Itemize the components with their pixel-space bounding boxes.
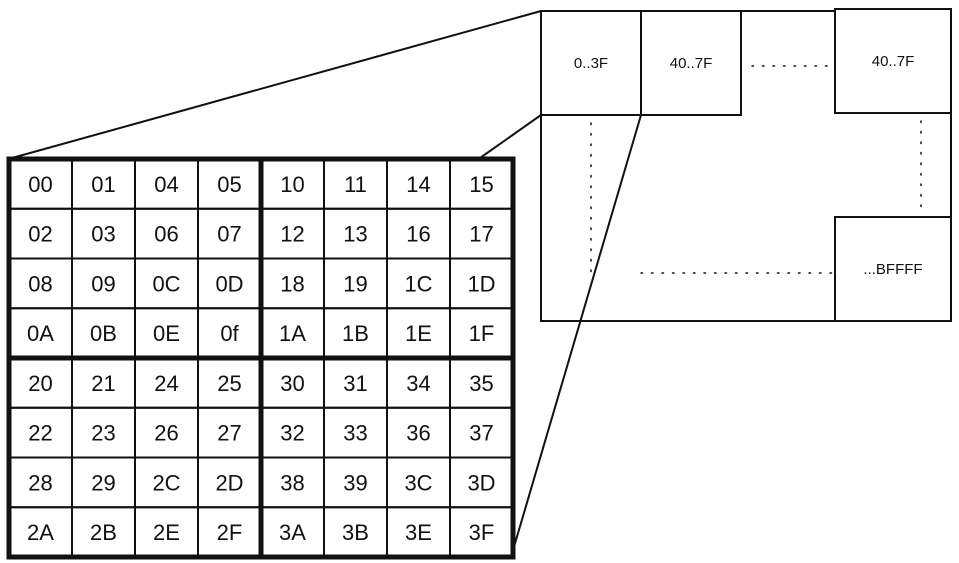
grid-cell-label: 1A (279, 321, 306, 346)
memory-block-label: 0..3F (574, 55, 608, 72)
zoom-line-bottom (510, 114, 642, 558)
grid-cell-label: 12 (280, 222, 304, 247)
grid-cell-label: 16 (406, 222, 430, 247)
grid-cell-label: 36 (406, 421, 430, 446)
grid-cell-label: 28 (28, 470, 52, 495)
grid-cell-label: 3D (467, 470, 495, 495)
grid-cell-label: 0A (27, 321, 54, 346)
grid-cell-label: 1C (404, 271, 432, 296)
grid-cell-label: 07 (217, 222, 241, 247)
grid-cell-label: 15 (469, 172, 493, 197)
grid-cell-label: 2F (217, 520, 243, 545)
grid-cell-label: 18 (280, 271, 304, 296)
grid-cell-label: 25 (217, 371, 241, 396)
grid-cell-label: 21 (91, 371, 115, 396)
grid-cell-label: 17 (469, 222, 493, 247)
memory-block: ...BFFFF (834, 216, 952, 322)
grid-cell-label: 0f (220, 321, 239, 346)
memory-block: 40..7F (640, 10, 742, 116)
grid-cell-label: 02 (28, 222, 52, 247)
grid-cell-label: 24 (154, 371, 178, 396)
zoom-line-mid (479, 114, 542, 159)
grid-cell-label: 27 (217, 421, 241, 446)
grid-cell-label: 13 (343, 222, 367, 247)
grid-cell-label: 31 (343, 371, 367, 396)
grid-cell-label: 04 (154, 172, 178, 197)
memory-block-label: 40..7F (872, 53, 915, 70)
grid-cell-label: 1E (405, 321, 432, 346)
grid-cell-label: 1F (469, 321, 495, 346)
grid-cell-label: 39 (343, 470, 367, 495)
memory-block-label: ...BFFFF (863, 261, 922, 278)
grid-cell-label: 00 (28, 172, 52, 197)
grid-cell-label: 33 (343, 421, 367, 446)
grid-cell-label: 23 (91, 421, 115, 446)
grid-cell-label: 29 (91, 470, 115, 495)
grid-cell-label: 03 (91, 222, 115, 247)
zoom-line-top (11, 10, 542, 159)
grid-cell-label: 09 (91, 271, 115, 296)
grid-cell-label: 3A (279, 520, 306, 545)
grid-cell-label: 26 (154, 421, 178, 446)
grid-cell-label: 0C (152, 271, 180, 296)
grid-cell-label: 3E (405, 520, 432, 545)
grid-cell-label: 3F (469, 520, 495, 545)
grid-cell-label: 37 (469, 421, 493, 446)
grid-cell-label: 10 (280, 172, 304, 197)
grid-cell-label: 1D (467, 271, 495, 296)
memory-map-region (540, 10, 952, 322)
grid-cell-label: 20 (28, 371, 52, 396)
grid-cell-label: 1B (342, 321, 369, 346)
memory-block: 0..3F (540, 10, 642, 116)
grid-cell-label: 35 (469, 371, 493, 396)
grid-cell-label: 08 (28, 271, 52, 296)
grid-cell-label: 22 (28, 421, 52, 446)
grid-cell-label: 2D (215, 470, 243, 495)
grid-cell-label: 01 (91, 172, 115, 197)
memory-block: 40..7F (834, 8, 952, 114)
grid-cell-label: 2B (90, 520, 117, 545)
grid-cell-label: 19 (343, 271, 367, 296)
grid-cell-label: 32 (280, 421, 304, 446)
grid-cell-label: 38 (280, 470, 304, 495)
grid-cell-label: 14 (406, 172, 430, 197)
grid-cell-label: 2A (27, 520, 54, 545)
grid-cell-label: 11 (344, 172, 367, 197)
grid-cell-label: 2E (153, 520, 180, 545)
address-grid: 00 01 04 05 10 11 14 15 02 03 06 07 12 13 16 17 08 09 0C 0D… (6, 156, 516, 560)
grid-cell-label: 0E (153, 321, 180, 346)
grid-cell-label: 05 (217, 172, 241, 197)
grid-cell-label: 06 (154, 222, 178, 247)
grid-cell-label: 3C (404, 470, 432, 495)
memory-block-label: 40..7F (670, 55, 713, 72)
grid-cell-label: 2C (152, 470, 180, 495)
grid-cell-label: 0B (90, 321, 117, 346)
grid-cell-label: 0D (215, 271, 243, 296)
grid-cell-label: 3B (342, 520, 369, 545)
grid-cell-label: 34 (406, 371, 430, 396)
grid-cell-label: 30 (280, 371, 304, 396)
